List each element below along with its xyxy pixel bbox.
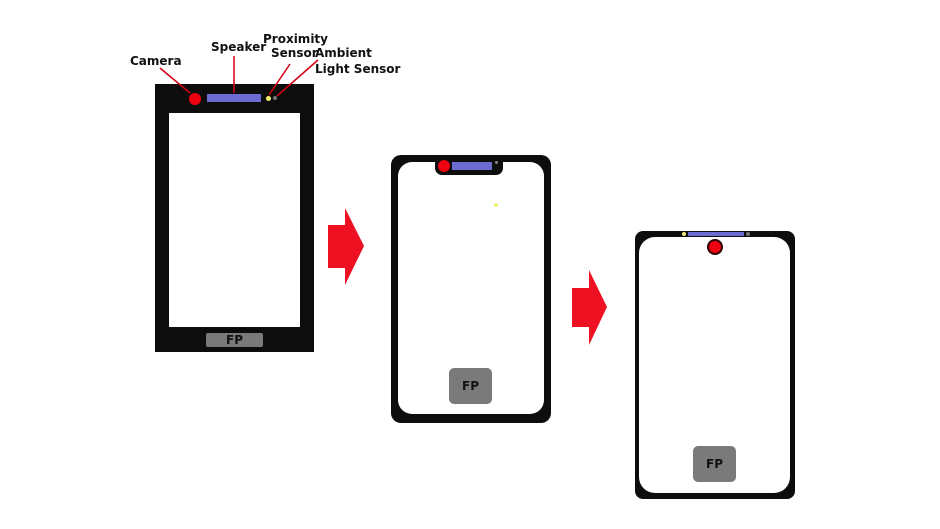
camera-icon xyxy=(189,93,201,105)
ambient-light-sensor-icon xyxy=(495,161,498,164)
speaker-icon xyxy=(207,94,261,102)
speaker-icon xyxy=(688,232,744,236)
fingerprint-sensor: FP xyxy=(449,368,492,404)
proximity-label-line1: Proximity xyxy=(263,32,328,46)
arrow-right-icon xyxy=(328,208,364,285)
ambient-light-sensor-icon xyxy=(273,96,277,100)
phone-notch: FP xyxy=(391,155,551,423)
proximity-label-line2: Sensor xyxy=(271,46,318,60)
ambient-label-line2: Light Sensor xyxy=(315,62,401,76)
proximity-sensor-icon xyxy=(266,96,271,101)
ambient-light-sensor-icon xyxy=(746,232,750,236)
arrow-right-icon xyxy=(572,270,607,345)
camera-icon xyxy=(438,160,450,172)
camera-icon xyxy=(707,239,723,255)
proximity-sensor-icon xyxy=(682,232,686,236)
proximity-sensor-icon xyxy=(494,203,498,207)
fingerprint-sensor: FP xyxy=(693,446,736,482)
camera-label: Camera xyxy=(130,54,182,68)
ambient-label-line1: Ambient xyxy=(315,46,372,60)
fingerprint-sensor: FP xyxy=(206,333,263,347)
speaker-icon xyxy=(452,162,492,170)
screen xyxy=(169,113,300,327)
phone-bezel-less: FP xyxy=(635,231,795,499)
speaker-label: Speaker xyxy=(211,40,267,54)
phone-bezel: FP xyxy=(155,84,314,352)
